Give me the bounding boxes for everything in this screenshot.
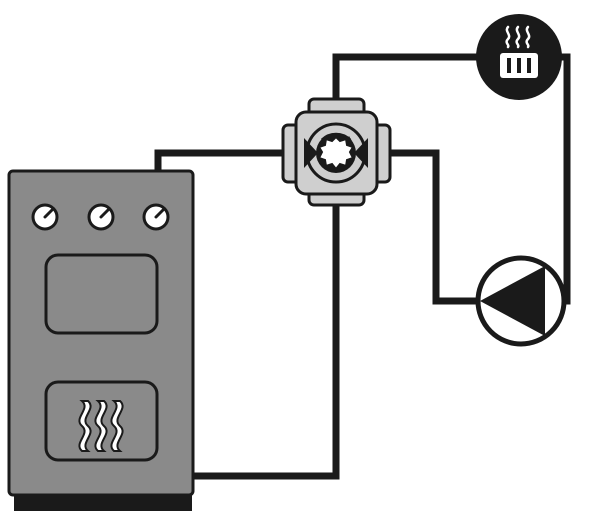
valve-wedge-left — [304, 138, 318, 168]
boiler-base — [14, 494, 192, 511]
pipe-pump-to-valve — [378, 149, 484, 305]
boiler-window — [44, 253, 159, 335]
radiator — [476, 14, 562, 100]
dial-3 — [142, 203, 170, 231]
pump-triangle-icon — [480, 266, 545, 336]
pipe-valve-to-radiator — [332, 53, 482, 114]
pump — [475, 255, 567, 347]
radiator-icon — [500, 25, 538, 78]
pipe-valve-to-boiler — [188, 192, 340, 480]
dial-1 — [31, 203, 59, 231]
pipes — [154, 53, 571, 480]
heat-waves-icon — [78, 400, 124, 452]
boiler — [7, 169, 195, 511]
valve-knob-icon — [316, 132, 356, 173]
dial-2 — [87, 203, 115, 231]
pipe-radiator-to-pump — [556, 53, 571, 305]
mixing-valve — [281, 97, 392, 207]
valve-wedge-right — [354, 138, 368, 168]
